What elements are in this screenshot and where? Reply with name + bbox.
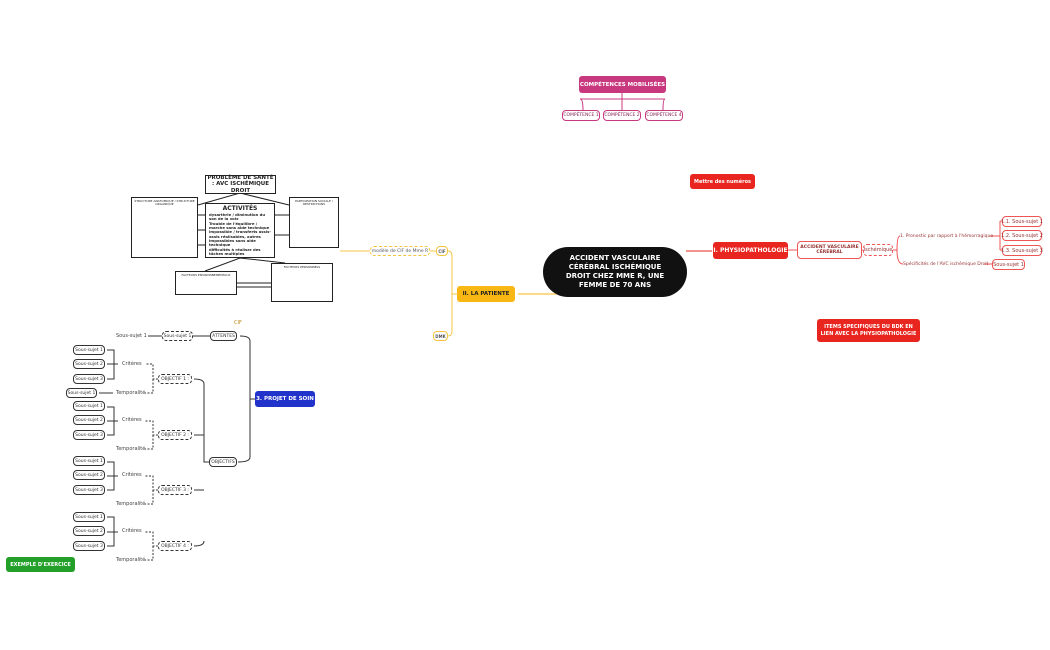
- physio-sub-3[interactable]: 1.3. Sous-sujet 3: [1001, 245, 1043, 256]
- temporalite-label[interactable]: Temporalité: [116, 557, 146, 563]
- note-items-bdk[interactable]: ITEMS SPECIFIQUES DU BDK EN LIEN AVEC LA…: [817, 319, 920, 342]
- critere-sub-2[interactable]: Sous-sujet 2: [73, 359, 105, 369]
- critere-sub-1[interactable]: Sous-sujet 1: [73, 401, 105, 411]
- cif-environnementaux: FACTEURS ENVIRONNEMENTAUX: [175, 271, 237, 295]
- objectif-4[interactable]: OBJECTIF 4 :: [158, 541, 192, 551]
- note-numbers[interactable]: Mettre des numéros: [690, 174, 755, 189]
- activite-item: Trouble de l'équilibre / marche sans aid…: [209, 220, 271, 248]
- cif-label: CIF: [234, 320, 242, 326]
- cif-participation: PARTICIPATION SOCIALE / RESTRICTIONS: [289, 197, 339, 248]
- critere-sub-3[interactable]: Sous-sujet 3: [73, 485, 105, 495]
- objectif-3[interactable]: OBJECTIF 3 :: [158, 485, 192, 495]
- cif-probleme-sante: PROBLÈME DE SANTÉ : AVC ISCHÉMIQUE DROIT: [205, 175, 276, 194]
- objectif-1[interactable]: OBJECTIF 1 :: [158, 374, 192, 384]
- critere-sub-2[interactable]: Sous-sujet 2: [73, 415, 105, 425]
- cif-structure: STRUCTURE ANATOMIQUE / STRUCTURE ORGANIQ…: [131, 197, 198, 258]
- critere-sub-1[interactable]: Sous-sujet 1: [73, 456, 105, 466]
- specificites-sub[interactable]: Sous-sujet 1: [992, 259, 1025, 270]
- specificites-node[interactable]: Spécificités de l'AVC ischémique Droit: [903, 261, 989, 267]
- critere-sub-2[interactable]: Sous-sujet 2: [73, 526, 105, 536]
- ischemique-node[interactable]: Ischémique: [863, 244, 893, 256]
- avc-node[interactable]: ACCIDENT VASCULAIRE CÉRÉBRAL: [797, 241, 862, 259]
- critere-sub-1[interactable]: Sous-sujet 1: [73, 512, 105, 522]
- criteres-label[interactable]: Critères: [122, 528, 142, 534]
- critere-sub-3[interactable]: Sous-sujet 3: [73, 430, 105, 440]
- note-example[interactable]: EXEMPLE D'EXERCICE: [6, 557, 75, 572]
- temporalite-label[interactable]: Temporalité: [116, 446, 146, 452]
- activite-item: dysarthrie / diminution du son de la voi…: [209, 211, 266, 222]
- projet-soin-node[interactable]: 3. PROJET DE SOIN: [255, 391, 315, 407]
- modele-cif-node[interactable]: modèle de CIF de Mme R: [370, 246, 430, 256]
- competence-2[interactable]: COMPÉTENCE 2: [603, 110, 641, 121]
- cif-activites: ACTIVITÉS dysarthrie / diminution du son…: [205, 203, 275, 258]
- physio-sub-1[interactable]: 1.1. Sous-sujet 1: [1001, 216, 1043, 227]
- cif-node[interactable]: CIF: [436, 246, 448, 256]
- critere-sub-3[interactable]: Sous-sujet 3: [73, 374, 105, 384]
- pronostic-node[interactable]: 1. Pronostic par rapport à l'hémorragiqu…: [900, 233, 994, 239]
- physio-node[interactable]: I. PHYSIOPATHOLOGIE: [713, 242, 788, 259]
- competence-4[interactable]: COMPÉTENCE 4: [645, 110, 683, 121]
- attentes-node[interactable]: ATTENTES: [210, 331, 237, 341]
- activite-item: difficultés à réaliser des tâches multip…: [209, 246, 261, 257]
- critere-sub-3[interactable]: Sous-sujet 3: [73, 541, 105, 551]
- central-topic[interactable]: ACCIDENT VASCULAIRE CÉRÉBRAL ISCHÉMIQUE …: [543, 247, 687, 297]
- criteres-label[interactable]: Critères: [122, 361, 142, 367]
- attentes-sub-leaf[interactable]: Sous-sujet 1: [116, 333, 147, 339]
- competences-node[interactable]: COMPÉTENCES MOBILISÉES: [579, 76, 666, 93]
- physio-sub-2[interactable]: 1.2. Sous-sujet 2: [1001, 230, 1043, 241]
- temporalite-sub[interactable]: Sous-sujet 1: [66, 388, 97, 398]
- criteres-label[interactable]: Critères: [122, 472, 142, 478]
- cif-personnels: FACTEURS PERSONNELS: [271, 263, 333, 302]
- objectif-2[interactable]: OBJECTIF 2 :: [158, 430, 192, 440]
- attentes-sub[interactable]: Sous-sujet 1: [162, 331, 193, 341]
- criteres-label[interactable]: Critères: [122, 417, 142, 423]
- critere-sub-1[interactable]: Sous-sujet 1: [73, 345, 105, 355]
- critere-sub-2[interactable]: Sous-sujet 2: [73, 470, 105, 480]
- competence-1[interactable]: COMPÉTENCE 1: [562, 110, 600, 121]
- temporalite-label[interactable]: Temporalité: [116, 501, 146, 507]
- activites-title: ACTIVITÉS: [222, 205, 258, 212]
- dmk-node[interactable]: DMK: [433, 331, 448, 341]
- patiente-node[interactable]: II. LA PATIENTE: [457, 286, 515, 302]
- objectifs-node[interactable]: OBJECTIFS: [209, 457, 237, 467]
- temporalite-label[interactable]: Temporalité: [116, 390, 146, 396]
